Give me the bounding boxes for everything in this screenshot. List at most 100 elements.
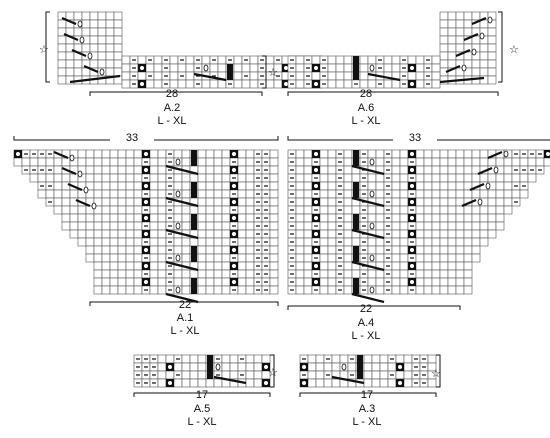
- a1-cell: [93, 181, 103, 191]
- a4-cell: [391, 221, 401, 231]
- a1-cell: [101, 173, 111, 183]
- a1-cell: [245, 189, 255, 199]
- a1-cell: [237, 173, 247, 183]
- a2-cell: [97, 59, 107, 69]
- a5-decrease-line: [213, 375, 247, 385]
- a4-cell: [423, 221, 433, 231]
- a3-eyelet-hole: [398, 381, 402, 385]
- a4-cell: [319, 149, 329, 159]
- a2-cell: [113, 59, 123, 69]
- a4-cell: [327, 181, 337, 191]
- a2-cell: [113, 11, 123, 21]
- a1-cell: [149, 165, 159, 175]
- a3-bracket: [299, 392, 437, 397]
- a4-cell: [327, 157, 337, 167]
- a5-cell: [173, 378, 183, 388]
- a6-cell: [359, 63, 369, 73]
- a1-cell: [173, 213, 183, 223]
- a2-cell: [145, 63, 155, 73]
- a6-cell: [479, 59, 489, 69]
- a6-cell: [447, 51, 457, 61]
- a1-eyelet-hole: [232, 184, 236, 188]
- a1-cell: [181, 149, 191, 159]
- a1-cell: [269, 165, 279, 175]
- a1-cell: [237, 189, 247, 199]
- a4-cell: [479, 189, 489, 199]
- a6-decrease-line: [463, 32, 479, 42]
- a1-eyelet-hole: [232, 152, 236, 156]
- a4-cell: [415, 165, 425, 175]
- a3-cell: [387, 362, 397, 372]
- a1-cell: [149, 205, 159, 215]
- a4-cell: [447, 197, 457, 207]
- a1-cell: [197, 205, 207, 215]
- a1-cell: [205, 173, 215, 183]
- a2-cell: [153, 71, 163, 81]
- a6-cell: [447, 35, 457, 45]
- a6-cell: [431, 63, 441, 73]
- a4-bracket: [287, 305, 461, 310]
- a1-yarnover: [69, 154, 75, 162]
- a1-cell: [125, 253, 135, 263]
- a1-cell: [149, 157, 159, 167]
- a1-cell: [53, 205, 63, 215]
- a4-cell: [415, 205, 425, 215]
- a4-size-label: L - XL: [351, 330, 381, 342]
- a4-cell: [431, 237, 441, 247]
- a4-cell: [423, 237, 433, 247]
- a1-cell: [117, 245, 127, 255]
- a1-cell: [37, 173, 47, 183]
- a3-cell: [379, 378, 389, 388]
- a5-cell: [253, 378, 263, 388]
- a4-eyelet-hole: [546, 152, 550, 156]
- a1-cell: [221, 149, 231, 159]
- a2-size-label: L - XL: [157, 115, 187, 127]
- a2-cell: [105, 19, 115, 29]
- a6-cell: [367, 55, 377, 65]
- a1-cell: [221, 229, 231, 239]
- a4-cell: [439, 229, 449, 239]
- a1-cell: [157, 165, 167, 175]
- a1-cell: [109, 285, 119, 295]
- a1-cell: [157, 197, 167, 207]
- a1-cell: [21, 157, 31, 167]
- a4-cell: [303, 261, 313, 271]
- a4-cell: [327, 229, 337, 239]
- a4-cell: [391, 205, 401, 215]
- a1-cell: [245, 197, 255, 207]
- a1-cell: [109, 197, 119, 207]
- a1-cell: [133, 245, 143, 255]
- a1-cell: [189, 173, 199, 183]
- a4-cell: [423, 165, 433, 175]
- a1-cell: [181, 237, 191, 247]
- a4-eyelet-hole: [410, 232, 414, 236]
- a1-cell: [221, 173, 231, 183]
- a4-cell: [487, 205, 497, 215]
- a4-cell: [367, 237, 377, 247]
- a1-cell: [269, 157, 279, 167]
- a6-cell: [415, 55, 425, 65]
- a4-eyelet-hole: [314, 232, 318, 236]
- a1-cell: [61, 157, 71, 167]
- a4-decrease-line: [351, 228, 385, 240]
- a4-cell: [503, 181, 513, 191]
- a6-eyelet-hole: [314, 82, 318, 86]
- a6-cell: [479, 51, 489, 61]
- a2-cell: [57, 51, 67, 61]
- a5-cell: [253, 362, 263, 372]
- a4-cell: [447, 261, 457, 271]
- a2-cell: [265, 79, 275, 89]
- a2-cell: [97, 43, 107, 53]
- a5-cell: [253, 370, 263, 380]
- a2-eyelet-hole: [284, 82, 288, 86]
- a1-cell: [85, 165, 95, 175]
- a1-cell: [77, 157, 87, 167]
- a4-decrease-line: [469, 182, 485, 192]
- a1-cell: [133, 149, 143, 159]
- a4-cell: [471, 245, 481, 255]
- a1-cell: [117, 173, 127, 183]
- a5-cell: [197, 370, 207, 380]
- a4-cell: [423, 205, 433, 215]
- a4-cell: [295, 181, 305, 191]
